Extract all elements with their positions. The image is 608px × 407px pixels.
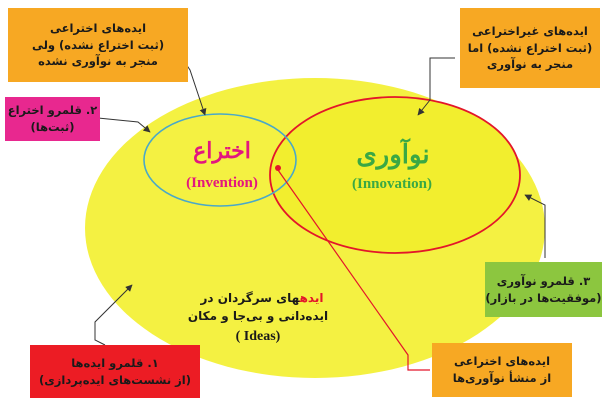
box-invention-domain: ۲. قلمرو اختراع (ثبت‌ها): [5, 97, 100, 141]
ideas-line1-rest: های سرگردان در: [200, 291, 301, 305]
box-inventive-ideas-no-innovation: ایده‌های اختراعی (ثبت اختراع نشده) ولی م…: [8, 8, 188, 82]
invention-ellipse: [143, 113, 297, 207]
innovation-title: نوآوری: [356, 137, 429, 170]
ideas-highlight: ایده: [299, 291, 324, 305]
box-invention-domain-line1: ۲. قلمرو اختراع: [7, 103, 98, 118]
box-top-right-line3: منجر به نوآوری: [486, 57, 574, 72]
box-top-right-line1: ایده‌های غیراختراعی: [472, 23, 588, 38]
ideas-line1: ایدههای سرگردان در: [200, 291, 324, 305]
invention-subtitle: (Invention): [186, 175, 258, 191]
box-bottom-right-line1: ایده‌های اختراعی: [453, 354, 551, 369]
box-bottom-right-line2: از منشأ نوآوری‌ها: [452, 371, 552, 385]
connector-ideas-domain: [94, 284, 133, 346]
box-innovation-domain-line2: (موفقیت‌ها در بازار): [485, 290, 602, 305]
box-top-left-line3: منجر به نوآوری نشده: [38, 54, 158, 69]
box-ideas-domain-line1: ۱. قلمرو ایده‌ها: [71, 355, 159, 370]
box-ideas-domain: ۱. قلمرو ایده‌ها (از نشست‌های ایده‌پرداز…: [30, 345, 200, 398]
connector-bottom-right-dot: [275, 165, 281, 171]
box-innovation-domain-line1: ۳. قلمرو نوآوری: [496, 273, 591, 288]
ideas-line3: ( Ideas): [236, 329, 281, 344]
box-top-left-line2: (ثبت اختراع نشده) ولی: [31, 37, 165, 52]
box-innovation-domain: ۳. قلمرو نوآوری (موفقیت‌ها در بازار): [485, 262, 602, 317]
innovation-ellipse: [269, 96, 521, 254]
box-ideas-domain-line2: (از نشست‌های ایده‌پردازی): [39, 372, 191, 387]
box-inventive-ideas-origin: ایده‌های اختراعی از منشأ نوآوری‌ها: [432, 343, 572, 397]
connector-bottom-right: [277, 169, 430, 371]
invention-title: اختراع: [193, 138, 251, 164]
box-top-right-line2: (ثبت اختراع نشده) اما: [467, 40, 593, 55]
box-non-inventive-ideas-innovation: ایده‌های غیراختراعی (ثبت اختراع نشده) ام…: [460, 8, 600, 88]
connector-innovation-domain: [524, 194, 546, 258]
box-invention-domain-line2: (ثبت‌ها): [30, 120, 75, 134]
box-top-left-line1: ایده‌های اختراعی: [49, 20, 147, 35]
connector-top-right: [417, 57, 455, 116]
ideas-line2: ایده‌دانی و بی‌جا و مکان: [188, 309, 328, 324]
connector-invention-domain: [97, 117, 151, 133]
innovation-subtitle: (Innovation): [352, 176, 432, 192]
